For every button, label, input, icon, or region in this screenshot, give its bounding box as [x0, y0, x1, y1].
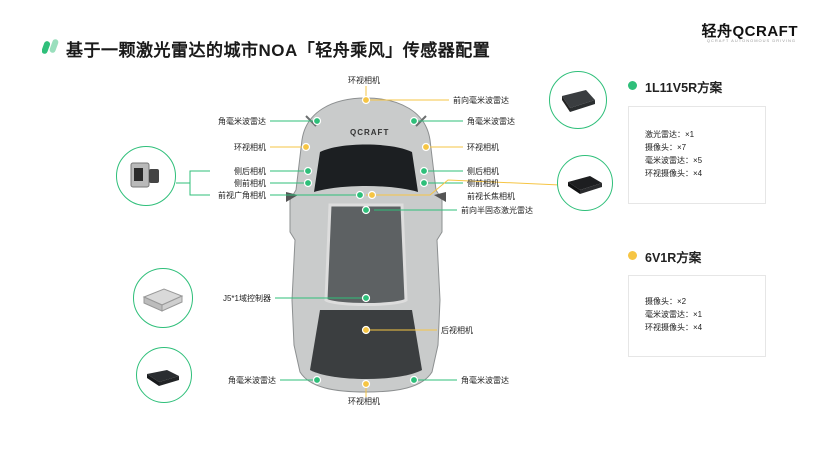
- label-corner-mmwave-fr: 角毫米波雷达: [467, 117, 515, 126]
- label-surround-cam-top: 环视相机: [348, 76, 380, 85]
- controller-device-image: [133, 268, 193, 328]
- scheme-2-item: 环视摄像头：×4: [645, 323, 703, 332]
- brand-logo: 轻舟QCRAFT: [701, 23, 798, 40]
- label-corner-mmwave-fl: 角毫米波雷达: [218, 117, 266, 126]
- scheme-1-item: 毫米波雷达：×5: [645, 156, 703, 165]
- scheme-2-dot: [628, 251, 637, 260]
- front-radar-device-image: [549, 71, 607, 129]
- label-front-mmwave: 前向毫米波雷达: [453, 96, 509, 105]
- car-illustration: [286, 97, 446, 393]
- scheme-1-item: 激光雷达：×1: [645, 130, 695, 139]
- scheme-2-panel: [628, 275, 766, 357]
- label-surround-cam-right: 环视相机: [467, 143, 499, 152]
- scheme-1-item: 环视摄像头：×4: [645, 169, 703, 178]
- label-front-wide-cam: 前视广角相机: [218, 191, 266, 200]
- lidar-device-image: [557, 155, 613, 211]
- label-front-tele-cam: 前视长焦相机: [467, 192, 515, 201]
- scheme-1-panel: [628, 106, 766, 204]
- label-side-front-cam-left: 侧前相机: [234, 179, 266, 188]
- sensor-dots: [301, 95, 431, 389]
- label-rear-cam: 后视相机: [441, 326, 473, 335]
- scheme-2-item: 毫米波雷达：×1: [645, 310, 703, 319]
- label-corner-mmwave-rr: 角毫米波雷达: [461, 376, 509, 385]
- brand-logo-subtitle: QCRAFT AUTONOMOUS DRIVING: [706, 38, 796, 43]
- scheme-2-item: 摄像头：×2: [645, 297, 687, 306]
- scheme-2-title: 6V1R方案: [645, 251, 702, 265]
- label-side-rear-cam-right: 侧后相机: [467, 167, 499, 176]
- camera-device-image: [116, 146, 176, 206]
- corner-radar-device-image: [136, 347, 192, 403]
- label-side-front-cam-right: 侧前相机: [467, 179, 499, 188]
- label-corner-mmwave-rl: 角毫米波雷达: [228, 376, 276, 385]
- label-side-rear-cam-left: 侧后相机: [234, 167, 266, 176]
- page-title: 基于一颗激光雷达的城市NOA「轻舟乘风」传感器配置: [66, 41, 491, 60]
- scheme-1-title: 1L11V5R方案: [645, 81, 723, 95]
- label-controller: J5*1域控制器: [222, 294, 271, 303]
- label-surround-cam-bottom: 环视相机: [348, 397, 380, 406]
- scheme-1-dot: [628, 81, 637, 90]
- car-brand-text: QCRAFT: [350, 128, 390, 137]
- label-front-lidar: 前向半固态激光雷达: [461, 206, 533, 215]
- label-surround-cam-left: 环视相机: [234, 143, 266, 152]
- title-icon: [41, 38, 62, 56]
- scheme-1-item: 摄像头：×7: [645, 143, 687, 152]
